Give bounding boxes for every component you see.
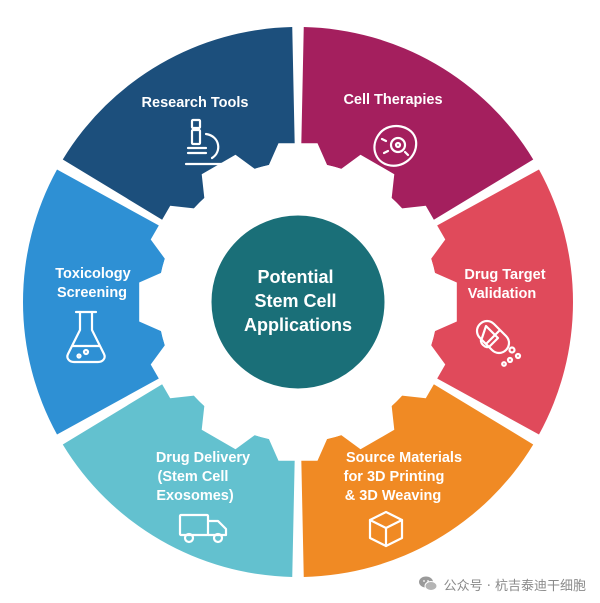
cube-icon (368, 510, 404, 548)
truck-icon (178, 513, 228, 544)
center-title-line-1: Potential (257, 267, 333, 287)
center-title: Potential Stem Cell Applications (244, 267, 352, 335)
center-title-line-2: Stem Cell (254, 291, 336, 311)
segment-drug-target-validation (420, 169, 573, 435)
segment-label-drug-delivery: Drug Delivery (Stem Cell Exosomes) (156, 450, 254, 504)
watermark-text: 公众号 · 杭吉泰迪干细胞 (443, 578, 586, 594)
segment-label-source-materials: Source Materials for 3D Printing & 3D We… (344, 450, 466, 504)
segment-drug-delivery (62, 374, 296, 577)
segment-toxicology-screening (22, 169, 176, 435)
segment-research-tools (62, 27, 296, 230)
segments-group (22, 27, 573, 577)
wechat-icon (418, 576, 438, 591)
center-title-line-3: Applications (244, 315, 352, 335)
microscope-icon (184, 118, 224, 166)
watermark: 公众号 · 杭吉泰迪干细胞 (418, 573, 586, 595)
segment-source-materials (300, 374, 534, 577)
flask-icon (66, 310, 106, 364)
segment-label-research-tools: Research Tools (142, 95, 249, 111)
center-circle (208, 212, 388, 392)
segment-label-drug-target-validation: Drug Target Validation (464, 267, 549, 302)
cell-icon (373, 124, 418, 167)
capsule-icon (475, 319, 522, 367)
segment-label-cell-therapies: Cell Therapies (343, 92, 442, 108)
segment-cell-therapies (300, 27, 534, 230)
segment-label-toxicology-screening: Toxicology Screening (55, 266, 135, 301)
